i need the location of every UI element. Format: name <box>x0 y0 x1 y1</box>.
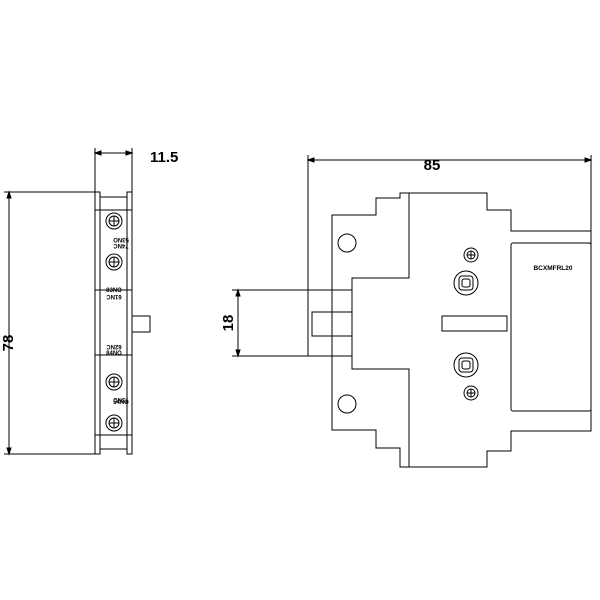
contact-label: 84NO <box>106 351 122 357</box>
front-view <box>232 155 593 468</box>
contact-label: 54NO <box>113 400 129 406</box>
label-plate <box>510 242 592 412</box>
screw-icon <box>105 373 123 391</box>
front-inner-outline <box>311 193 410 467</box>
dimension-height-slot: 18 <box>220 315 237 332</box>
screw-icon <box>463 247 479 263</box>
contact-label: 62NC <box>106 343 122 349</box>
contact-label: 53NO <box>113 236 129 242</box>
screw-icon <box>105 414 123 432</box>
side-plunger <box>131 315 151 333</box>
dimension-width-front: 85 <box>424 157 441 174</box>
mounting-hole-icon <box>337 233 357 253</box>
central-slot <box>441 315 508 332</box>
screw-icon <box>105 253 123 271</box>
dimension-width-side: 11.5 <box>150 149 178 166</box>
screw-icon <box>463 385 479 401</box>
terminal-icon <box>453 352 479 378</box>
mounting-hole-icon <box>337 394 357 414</box>
dimension-height-side: 78 <box>0 335 17 352</box>
product-code: BCXMFRL20 <box>533 265 572 272</box>
contact-label: 73NC <box>113 396 129 402</box>
terminal-icon <box>453 270 479 296</box>
contact-label: 83NO <box>106 288 122 294</box>
contact-label: 61NC <box>106 293 122 299</box>
contact-label: 74NC <box>113 242 129 248</box>
front-body-outline <box>331 192 592 468</box>
front-plunger <box>311 311 353 337</box>
screw-icon <box>105 212 123 230</box>
side-view <box>4 148 151 456</box>
